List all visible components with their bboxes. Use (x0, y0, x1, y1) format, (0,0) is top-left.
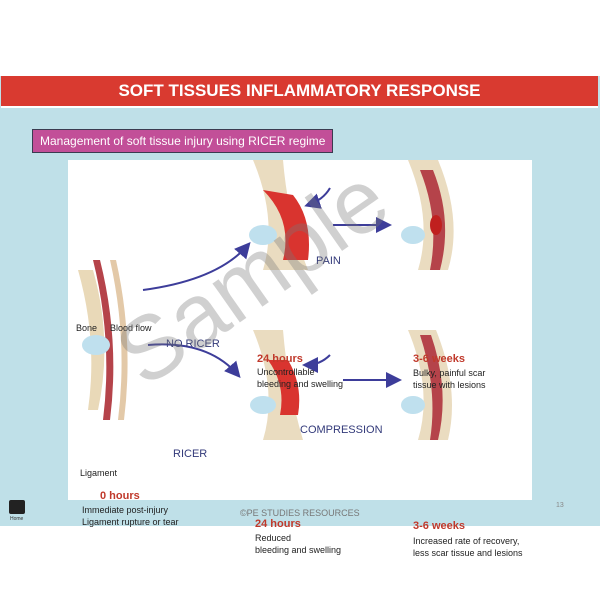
label-ricer: RICER (173, 448, 208, 460)
diagram-illustration (78, 160, 454, 440)
slide: SOFT TISSUES INFLAMMATORY RESPONSE Manag… (0, 76, 600, 558)
stage-ricer-weeks-desc2: less scar tissue and lesions (413, 548, 523, 558)
stage-no-ricer-weeks-time: 3-6 weeks (413, 353, 465, 365)
label-blood-flow: Blood flow (110, 323, 152, 333)
subtitle-box: Management of soft tissue injury using R… (32, 129, 334, 153)
stage-no-ricer-weeks-desc2: tissue with lesions (413, 380, 486, 390)
label-bone: Bone (76, 323, 98, 333)
arrow-compression (302, 354, 331, 373)
label-ligament: Ligament (80, 468, 118, 478)
stage-ricer-24-time: 24 hours (255, 518, 301, 530)
stage-ricer-weeks-time: 3-6 weeks (413, 520, 465, 532)
stage-initial-desc1: Immediate post-injury (82, 505, 169, 515)
stage-ricer-24-desc1: Reduced (255, 533, 292, 543)
stage-initial-time: 0 hours (100, 490, 140, 502)
label-compression: COMPRESSION (300, 424, 383, 436)
stage-no-ricer-24-desc1: Uncontrollable (257, 367, 315, 377)
bone-norice-24h-image (249, 160, 309, 270)
stage-ricer-24-desc2: bleeding and swelling (255, 545, 342, 555)
label-pain: PAIN (316, 255, 341, 267)
bone-ricer-24h-image (250, 330, 303, 440)
stage-ricer-weeks-desc1: Increased rate of recovery, (413, 536, 520, 546)
page-number: 13 (556, 502, 564, 509)
arrow-ricer (147, 343, 241, 379)
label-no-ricer: NO RICER (166, 338, 220, 350)
home-button[interactable] (9, 500, 25, 514)
arrow-pain (304, 187, 331, 209)
ricer-diagram: Bone Blood flow Ligament NO RICER RICER … (68, 160, 532, 558)
stage-no-ricer-24-desc2: bleeding and swelling (257, 379, 344, 389)
home-label: Home (10, 516, 24, 522)
footer-copyright: ©PE STUDIES RESOURCES (240, 508, 360, 518)
stage-no-ricer-24-time: 24 hours (257, 353, 303, 365)
slide-title: SOFT TISSUES INFLAMMATORY RESPONSE (1, 76, 598, 108)
arrow-no-ricer (142, 241, 251, 291)
stage-initial-desc2: Ligament rupture or tear (82, 517, 179, 527)
bone-norice-weeks-image (401, 160, 454, 270)
bone-initial-image (78, 260, 128, 420)
stage-no-ricer-weeks-desc1: Bulky, painful scar (413, 368, 486, 378)
bone-ricer-weeks-image (401, 330, 452, 440)
